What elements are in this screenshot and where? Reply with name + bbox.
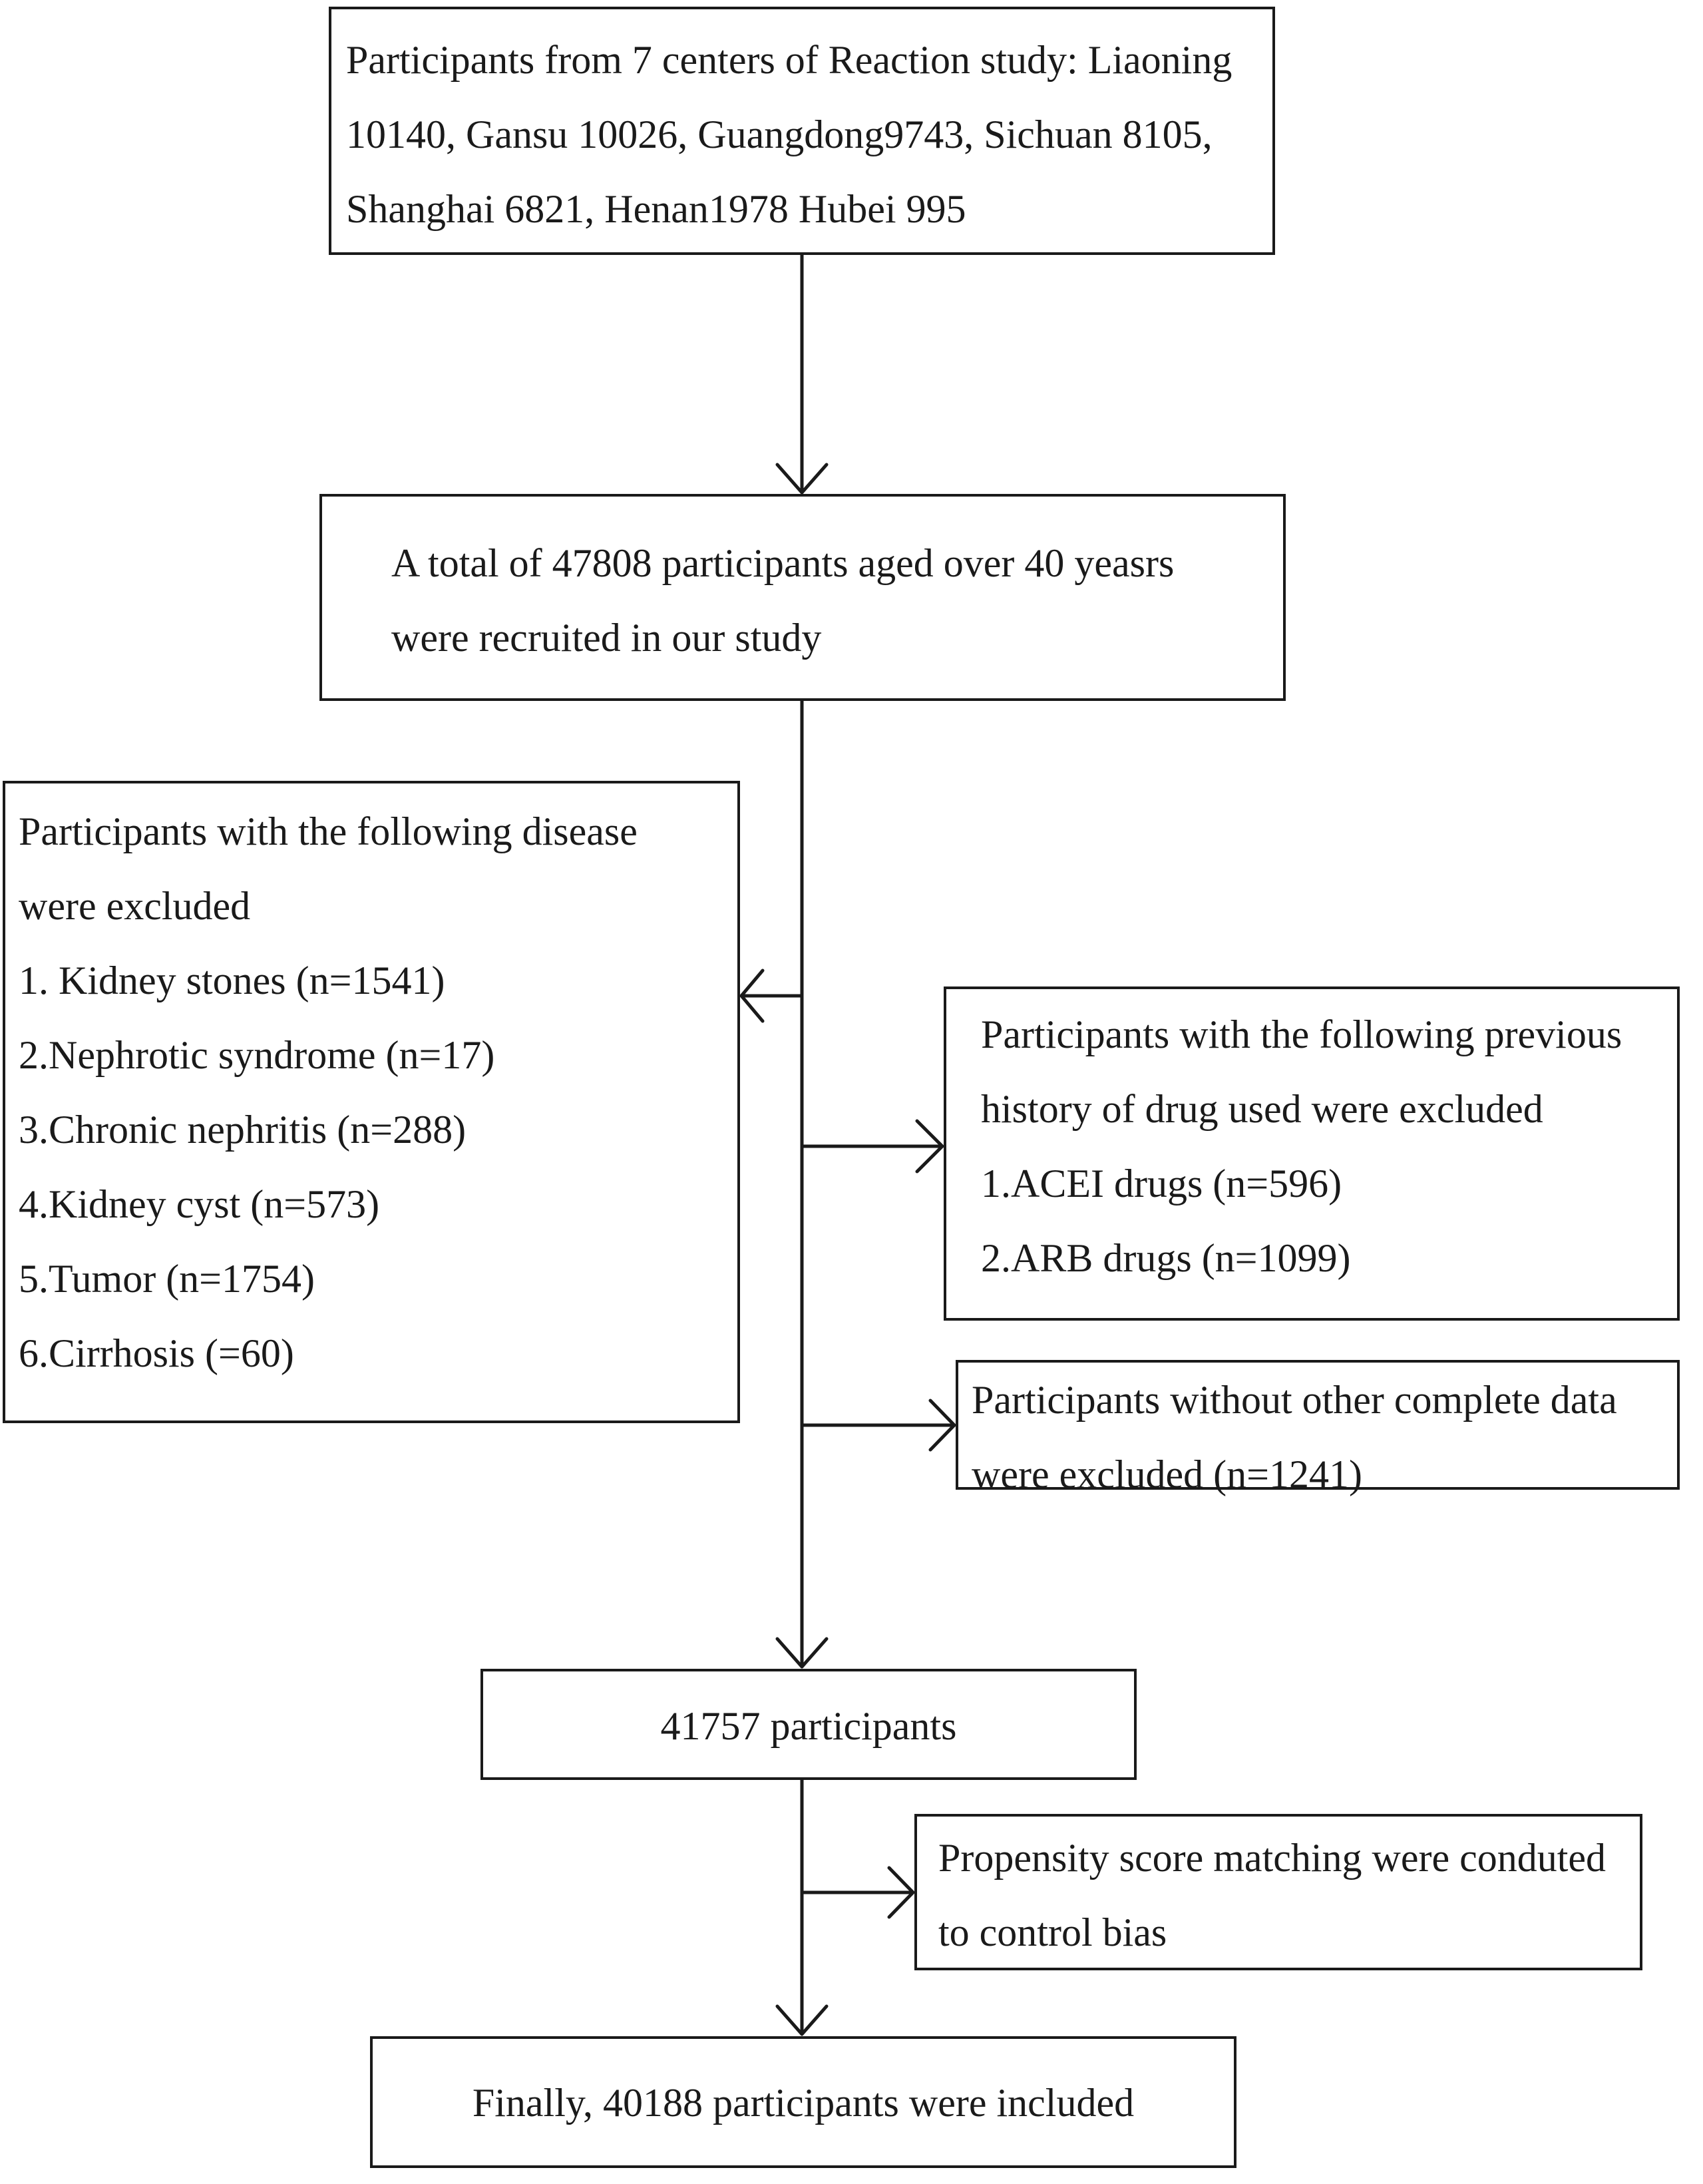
arrowhead-right-icon: [887, 1866, 915, 1919]
drug-exclusion-box: Participants with the following previous…: [944, 986, 1680, 1321]
incomplete-line-1: Participants without other complete data: [972, 1378, 1617, 1422]
disease-heading-line-2: were excluded: [19, 884, 251, 928]
arrowhead-down-icon: [775, 463, 829, 495]
disease-item-kidney-stones: 1. Kidney stones (n=1541): [19, 959, 445, 1002]
centers-line-3: Shanghai 6821, Henan1978 Hubei 995: [346, 187, 966, 231]
arrowhead-down-icon: [775, 1637, 829, 1669]
final-included-box: Finally, 40188 participants were include…: [370, 2036, 1236, 2168]
matching-line-1: Propensity score matching were conduted: [938, 1836, 1607, 1880]
arrowhead-right-icon: [915, 1119, 944, 1174]
recruited-line-2: were recruited in our study: [391, 616, 822, 660]
drug-item-arb: 2.ARB drugs (n=1099): [981, 1236, 1351, 1280]
disease-item-cirrhosis: 6.Cirrhosis (=60): [19, 1331, 294, 1375]
recruited-box: A total of 47808 participants aged over …: [319, 494, 1286, 701]
disease-item-chronic-nephritis: 3.Chronic nephritis (n=288): [19, 1108, 467, 1152]
matching-line-2: to control bias: [938, 1910, 1167, 1954]
drug-item-acei: 1.ACEI drugs (n=596): [981, 1162, 1342, 1205]
drug-heading-line-1: Participants with the following previous: [981, 1012, 1622, 1056]
drug-heading-line-2: history of drug used were excluded: [981, 1087, 1543, 1131]
propensity-matching-box: Propensity score matching were conduted …: [914, 1814, 1642, 1970]
disease-exclusion-box: Participants with the following disease …: [3, 781, 740, 1423]
centers-line-1: Participants from 7 centers of Reaction …: [346, 38, 1232, 82]
intermediate-count-text: 41757 participants: [660, 1704, 957, 1748]
arrowhead-right-icon: [928, 1399, 956, 1452]
arrowhead-down-icon: [775, 2004, 829, 2036]
incomplete-line-2: were excluded (n=1241): [972, 1452, 1362, 1496]
arrowhead-left-icon: [739, 969, 765, 1023]
incomplete-data-box: Participants without other complete data…: [956, 1360, 1680, 1496]
disease-item-nephrotic-syndrome: 2.Nephrotic syndrome (n=17): [19, 1033, 495, 1077]
centers-box: Participants from 7 centers of Reaction …: [329, 7, 1275, 255]
disease-item-tumor: 5.Tumor (n=1754): [19, 1257, 315, 1301]
recruited-line-1: A total of 47808 participants aged over …: [391, 541, 1175, 585]
intermediate-count-box: 41757 participants: [480, 1669, 1137, 1780]
disease-item-kidney-cyst: 4.Kidney cyst (n=573): [19, 1182, 380, 1226]
centers-line-2: 10140, Gansu 10026, Guangdong9743, Sichu…: [346, 112, 1213, 156]
disease-heading-line-1: Participants with the following disease: [19, 809, 638, 853]
final-included-text: Finally, 40188 participants were include…: [472, 2081, 1135, 2125]
